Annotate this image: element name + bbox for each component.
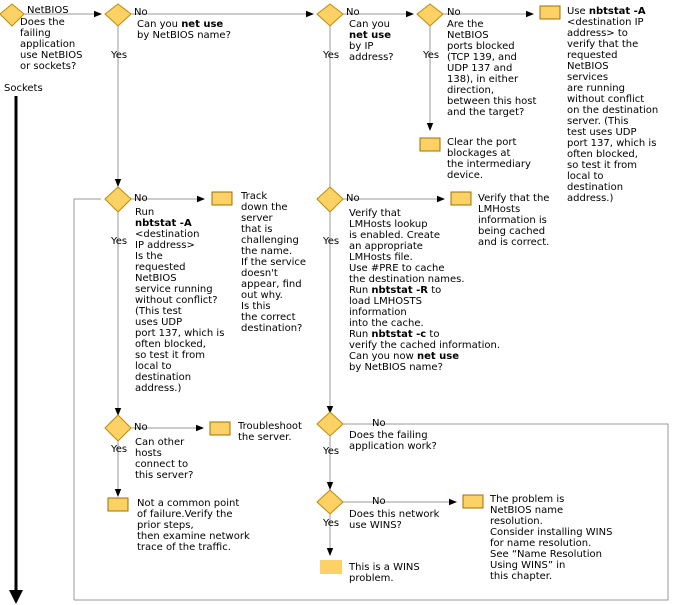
- decision-diamond-q5: [104, 186, 132, 213]
- q6-command-2: nbtstat -c: [371, 329, 427, 340]
- label-no-q6: No: [346, 193, 360, 204]
- label-no-q8: No: [372, 418, 386, 429]
- r1-text: Use nbtstat -A <destination IP address> …: [567, 6, 659, 204]
- label-no-q4: No: [447, 7, 461, 18]
- r8-text: The problem is NetBIOS name resolution. …: [490, 494, 613, 582]
- q6-command-1: nbtstat -R: [371, 285, 429, 296]
- q3-text: Can you net use by IP address?: [349, 19, 394, 63]
- decision-diamond-q6: [316, 186, 344, 213]
- decision-diamond-q8: [316, 411, 344, 437]
- result-box-r7: [320, 560, 342, 574]
- decision-diamond-q9: [316, 489, 344, 515]
- q2-text: Can you net use by NetBIOS name?: [137, 19, 231, 41]
- result-box-r8: [462, 494, 484, 509]
- label-yes-q8: Yes: [323, 446, 340, 457]
- decision-diamond-q2: [104, 3, 132, 27]
- label-no-q3: No: [346, 7, 360, 18]
- q5-text: Run nbtstat -A <destination IP address> …: [135, 207, 225, 394]
- label-yes-q5: Yes: [111, 236, 128, 247]
- r5-text: Troubleshoot the server.: [238, 421, 302, 443]
- label-yes-q9: Yes: [323, 518, 340, 529]
- r3-text: Track down the server that is challengin…: [241, 191, 307, 334]
- decision-diamond-q3: [316, 3, 344, 27]
- label-yes-q4: Yes: [423, 50, 440, 61]
- label-sockets: Sockets: [4, 83, 43, 94]
- q1-text: Does the failing application use NetBIOS…: [20, 17, 83, 72]
- label-no-q9: No: [372, 496, 386, 507]
- result-box-r1: [539, 5, 561, 20]
- connector-q8-loop: [74, 423, 669, 601]
- r6-text: Not a common point of failure.Verify the…: [137, 498, 250, 553]
- label-yes-q3: Yes: [323, 50, 340, 61]
- r7-text: This is a WINS problem.: [349, 562, 420, 584]
- q3-command: net use: [349, 30, 392, 41]
- q6-text: Verify that LMHosts lookup is enabled. C…: [349, 208, 501, 373]
- label-no-q2: No: [134, 7, 148, 18]
- label-yes-q2: Yes: [111, 50, 128, 61]
- result-box-r5: [209, 421, 231, 436]
- label-no-q5: No: [134, 193, 148, 204]
- label-netbios: NetBIOS: [27, 5, 69, 16]
- label-yes-q6: Yes: [323, 236, 340, 247]
- q6-command-3: net use: [417, 351, 460, 362]
- r1-command: nbtstat -A: [588, 6, 646, 17]
- q4-text: Are the NetBIOS ports blocked (TCP 139, …: [447, 19, 537, 118]
- q7-text: Can other hosts connect to this server?: [135, 437, 194, 481]
- result-box-r2: [419, 137, 441, 152]
- result-box-r6: [107, 497, 129, 512]
- decision-diamond-q4: [416, 3, 444, 27]
- decision-diamond-q7: [104, 414, 132, 442]
- q8-text: Does the failing application work?: [349, 430, 437, 452]
- sockets-arrowhead: [9, 590, 23, 604]
- label-no-q7: No: [134, 422, 148, 433]
- r2-text: Clear the port blockages at the intermed…: [447, 137, 531, 181]
- q5-command: nbtstat -A: [135, 218, 192, 229]
- q2-command: net use: [181, 19, 224, 30]
- result-box-r4: [450, 191, 472, 206]
- result-box-r3: [211, 191, 233, 206]
- connector-q5-loop: [73, 198, 101, 600]
- label-yes-q7: Yes: [111, 444, 128, 455]
- q9-text: Does this network use WINS?: [349, 509, 440, 531]
- r4-text: Verify that the LMHosts information is b…: [478, 193, 550, 248]
- decision-diamond-q1: [0, 3, 25, 27]
